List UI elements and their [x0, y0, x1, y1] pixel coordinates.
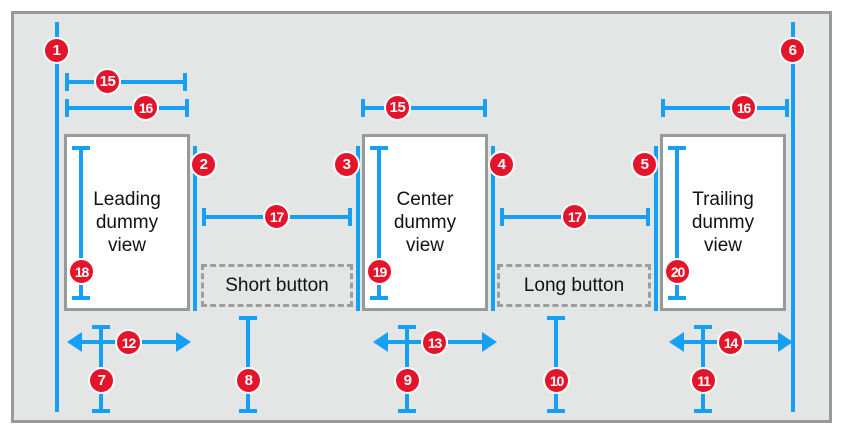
dimension-16-right-line	[661, 106, 789, 110]
guide-rail-2	[193, 146, 197, 311]
dimension-19-bottom-cap	[370, 296, 388, 300]
dimension-19-line	[377, 146, 381, 300]
dimension-17-left-start-cap	[202, 208, 206, 226]
dimension-15-center-end-cap	[483, 99, 487, 117]
long-button-label: Long button	[523, 274, 625, 296]
dimension-16-right-start-cap	[661, 99, 665, 117]
callout-16-right: 16	[730, 94, 757, 121]
center-dummy-view-line-3: view	[405, 235, 444, 257]
callout-16-left: 16	[132, 94, 159, 121]
center-arrow-13-right-head	[482, 332, 497, 352]
dimension-20-top-cap	[668, 146, 686, 150]
callout-5: 5	[631, 151, 658, 178]
callout-20: 20	[664, 258, 691, 285]
dimension-16-left-line	[65, 106, 189, 110]
dimension-18-bottom-cap	[72, 296, 90, 300]
callout-4: 4	[488, 151, 515, 178]
dimension-15-left-line	[65, 80, 187, 84]
dimension-15-left-start-cap	[65, 73, 69, 91]
center-dummy-view-line-1: Center	[396, 188, 454, 210]
guide-rail-6	[791, 22, 795, 412]
leading-dummy-view-line-3: view	[107, 235, 146, 257]
dimension-18-top-cap	[72, 146, 90, 150]
trailing-dummy-view-line-1: Trailing	[692, 188, 754, 210]
dimension-16-left-start-cap	[65, 99, 69, 117]
guide-drop-7-bottom-cap	[92, 409, 110, 413]
dimension-16-left-end-cap	[185, 99, 189, 117]
dimension-15-center-line	[361, 106, 487, 110]
callout-8: 8	[235, 367, 262, 394]
trailing-dummy-view-line-2: dummy	[691, 211, 755, 233]
center-arrow-12-right-head	[176, 332, 191, 352]
guide-rail-3	[356, 146, 360, 311]
guide-drop-8-top-cap	[239, 316, 257, 320]
short-button-placeholder[interactable]: Short button	[201, 264, 353, 307]
callout-2: 2	[190, 151, 217, 178]
guide-drop-9-bottom-cap	[398, 409, 416, 413]
guide-drop-11-top-cap	[694, 325, 712, 329]
dimension-17-left-end-cap	[348, 208, 352, 226]
dimension-20-line	[675, 146, 679, 300]
trailing-dummy-view-line-3: view	[703, 235, 742, 257]
dimension-17-right-end-cap	[646, 208, 650, 226]
leading-dummy-view-line-2: dummy	[95, 211, 159, 233]
callout-9: 9	[394, 367, 421, 394]
center-arrow-13-left-head	[373, 332, 388, 352]
dimension-20-bottom-cap	[668, 296, 686, 300]
guide-rail-4	[491, 146, 495, 311]
callout-1: 1	[43, 37, 70, 64]
dimension-18-line	[79, 146, 83, 300]
guide-drop-9-top-cap	[398, 325, 416, 329]
dimension-16-right-end-cap	[785, 99, 789, 117]
callout-7: 7	[88, 367, 115, 394]
guide-drop-7-top-cap	[92, 325, 110, 329]
callout-11: 11	[690, 367, 717, 394]
guide-drop-11-bottom-cap	[694, 409, 712, 413]
callout-3: 3	[333, 151, 360, 178]
guide-drop-10-bottom-cap	[547, 409, 565, 413]
center-arrow-14-right-head	[778, 332, 793, 352]
center-arrow-12-left-head	[67, 332, 82, 352]
callout-10: 10	[543, 367, 570, 394]
callout-17-right: 17	[561, 203, 588, 230]
callout-19: 19	[366, 258, 393, 285]
guide-rail-1	[55, 22, 59, 412]
callout-18: 18	[68, 258, 95, 285]
callout-14: 14	[717, 329, 744, 356]
dimension-15-center-start-cap	[361, 99, 365, 117]
center-arrow-14-left-head	[669, 332, 684, 352]
dimension-17-right-start-cap	[500, 208, 504, 226]
callout-6: 6	[779, 37, 806, 64]
guide-drop-8-bottom-cap	[239, 409, 257, 413]
short-button-label: Short button	[225, 274, 329, 296]
center-dummy-view: Center dummy view	[362, 134, 488, 311]
callout-15-left: 15	[94, 68, 121, 95]
guide-drop-10	[554, 316, 558, 413]
center-dummy-view-line-2: dummy	[393, 211, 457, 233]
guide-drop-8	[246, 316, 250, 413]
callout-12: 12	[115, 329, 142, 356]
long-button-placeholder[interactable]: Long button	[497, 264, 651, 307]
leading-dummy-view-line-1: Leading	[93, 188, 161, 210]
callout-13: 13	[421, 329, 448, 356]
guide-drop-10-top-cap	[547, 316, 565, 320]
guide-rail-5	[654, 146, 658, 311]
callout-17-left: 17	[263, 203, 290, 230]
dimension-19-top-cap	[370, 146, 388, 150]
dimension-15-left-end-cap	[183, 73, 187, 91]
callout-15-center: 15	[384, 94, 411, 121]
